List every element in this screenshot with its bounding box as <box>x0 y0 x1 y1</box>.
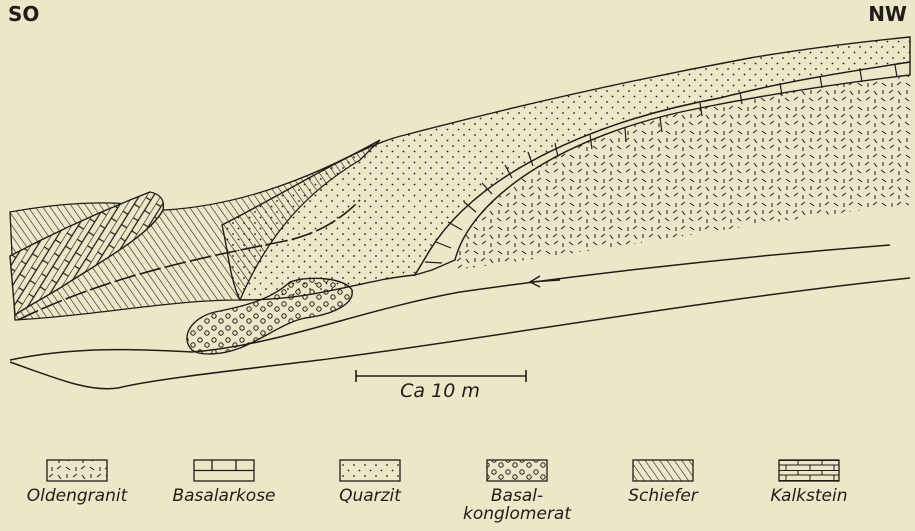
legend-swatch-oldengranit <box>47 460 107 481</box>
flow-arrow <box>530 276 560 287</box>
legend-swatch-quarzit <box>340 460 400 481</box>
legend-label-basalkonglomerat: Basal- konglomerat <box>442 487 592 523</box>
direction-label-nw: NW <box>868 2 907 26</box>
legend-swatch-schiefer <box>633 460 693 481</box>
direction-label-so: SO <box>8 2 39 26</box>
legend-label-oldengranit: Oldengranit <box>2 487 152 505</box>
scale-bar-label: Ca 10 m <box>360 380 520 402</box>
legend-label-schiefer: Schiefer <box>588 487 738 505</box>
legend-swatches <box>47 460 839 481</box>
legend-label-quarzit: Quarzit <box>295 487 445 505</box>
legend-swatch-kalkstein <box>779 460 839 481</box>
legend-swatch-basalkonglomerat <box>487 460 547 481</box>
legend-label-kalkstein: Kalkstein <box>734 487 884 505</box>
legend-label-basalarkose: Basalarkose <box>149 487 299 505</box>
